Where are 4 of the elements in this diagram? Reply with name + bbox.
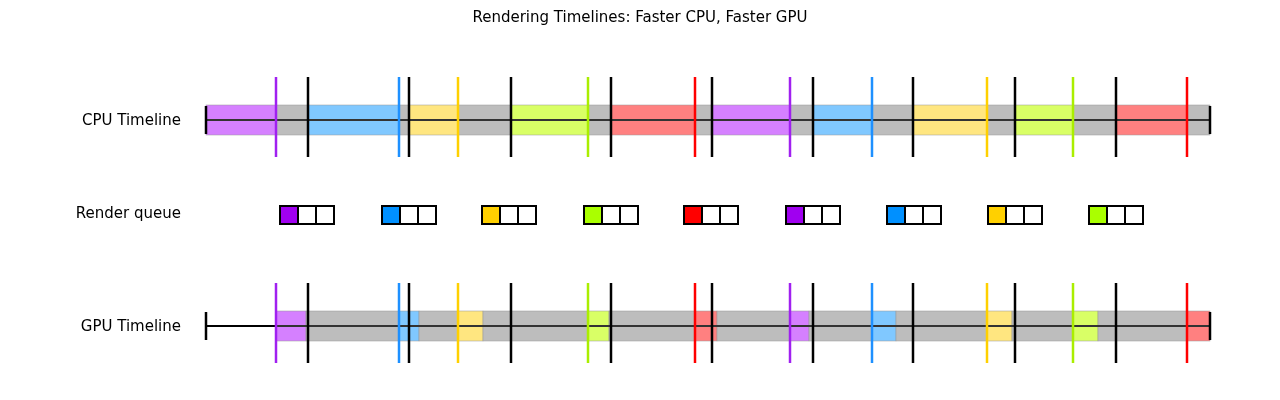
row-label: Render queue xyxy=(75,204,181,222)
diagram-title: Rendering Timelines: Faster CPU, Faster GPU xyxy=(471,8,809,26)
row-label: GPU Timeline xyxy=(80,317,181,335)
row-label: CPU Timeline xyxy=(81,111,181,129)
